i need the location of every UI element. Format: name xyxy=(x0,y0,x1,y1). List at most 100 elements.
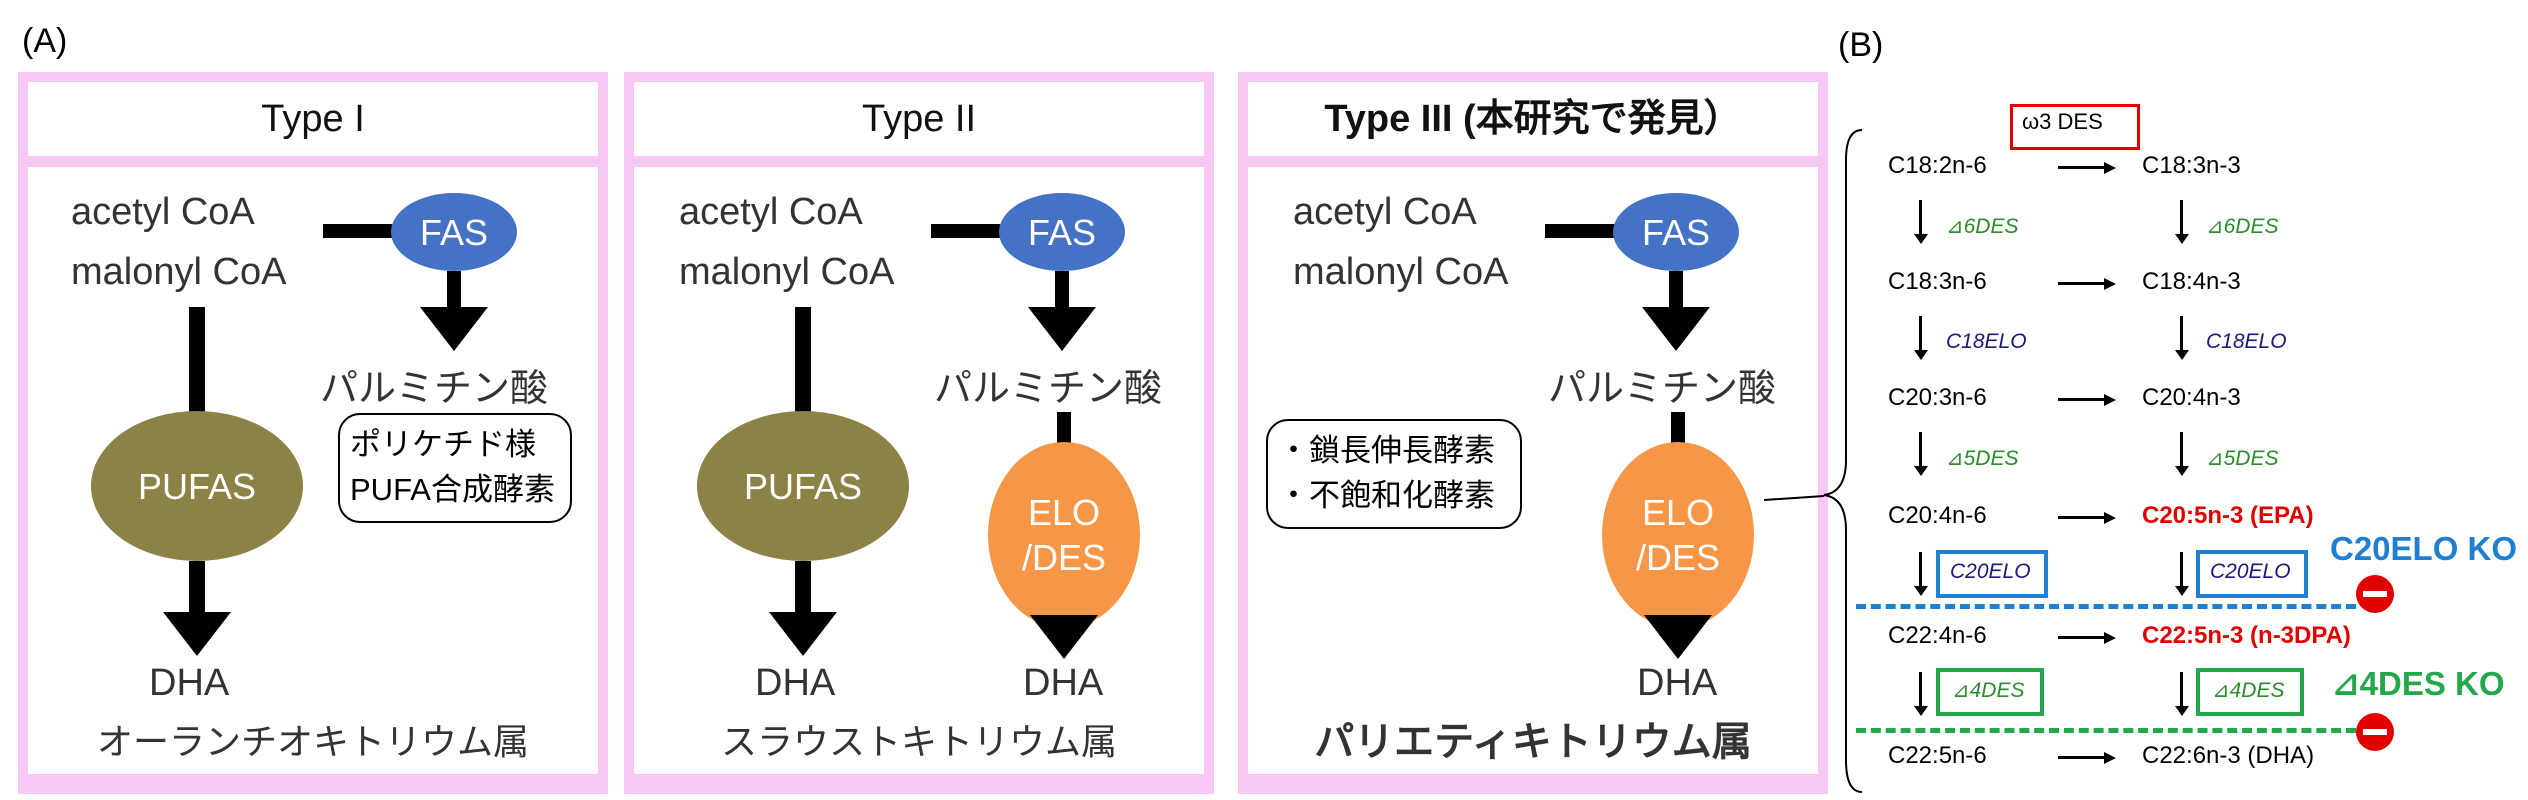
d4des-ko-line xyxy=(1856,728,2356,733)
c22-5n3-dpa: C22:5n-3 (n-3DPA) xyxy=(2142,622,2351,649)
c20-5n3-epa: C20:5n-3 (EPA) xyxy=(2142,502,2314,529)
dha-left-label: DHA xyxy=(755,662,836,704)
v-arrow-shaft xyxy=(1919,552,1922,588)
callout-line1: ・鎖長伸長酵素 xyxy=(1278,433,1495,468)
c20-3n6: C20:3n-6 xyxy=(1888,384,1987,411)
c20elo-ko-line xyxy=(1856,604,2356,609)
pufas-arrow-head xyxy=(769,612,837,656)
h-arrow-shaft xyxy=(2058,516,2106,519)
type1-title: Type I xyxy=(28,82,598,156)
c22-4n6: C22:4n-6 xyxy=(1888,622,1987,649)
acetyl-coa-label: acetyl CoA xyxy=(679,191,863,233)
type1-body: acetyl CoA malonyl CoA FAS パルミチン酸 PUFAS … xyxy=(28,167,598,729)
fas-arrow-shaft xyxy=(1055,271,1069,311)
elo-des-node: ELO/DES xyxy=(988,442,1140,628)
omega3-des-label: ω3 DES xyxy=(2022,109,2103,134)
v-arrow-tip xyxy=(2175,706,2189,716)
no-entry-icon xyxy=(2356,575,2394,613)
malonyl-coa-label: malonyl CoA xyxy=(679,251,895,293)
type3-body: acetyl CoA malonyl CoA FAS パルミチン酸 ・鎖長伸長酵… xyxy=(1248,167,1818,729)
d4des-right: ⊿4DES xyxy=(2212,679,2285,702)
fas-arrow-head xyxy=(1642,307,1710,351)
callout-line2: PUFA合成酵素 xyxy=(350,471,555,507)
v-arrow-shaft xyxy=(1919,316,1922,352)
d4des-left: ⊿4DES xyxy=(1952,679,2025,702)
v-arrow-shaft xyxy=(1919,672,1922,708)
fas-arrow-head xyxy=(420,307,488,351)
panel-a-label: (A) xyxy=(22,22,68,60)
d4des-box-left xyxy=(1936,668,2044,716)
v-arrow-tip xyxy=(1914,586,1928,596)
h-arrow-tip xyxy=(2104,752,2116,764)
elo-label: ELO xyxy=(1641,492,1715,533)
elo-label: ELO xyxy=(1027,492,1101,533)
no-entry-icon xyxy=(2356,713,2394,751)
callout-line2: ・不飽和化酵素 xyxy=(1278,477,1495,513)
panel-b-label: (B) xyxy=(1838,26,1884,64)
v-arrow-shaft xyxy=(2180,672,2183,708)
h-arrow-shaft xyxy=(2058,636,2106,639)
type3-panel: Type III (本研究で発見） acetyl CoA malonyl CoA… xyxy=(1238,72,1828,794)
pufas-node: PUFAS xyxy=(91,411,303,561)
c18elo-right: C18ELO xyxy=(2206,330,2287,353)
fas-node: FAS xyxy=(1613,193,1739,271)
c20elo-ko-label: C20ELO KO xyxy=(2330,530,2518,567)
v-arrow-shaft xyxy=(2180,552,2183,588)
fas-node: FAS xyxy=(999,193,1125,271)
h-arrow-tip xyxy=(2104,632,2116,644)
c20elo-box-right xyxy=(2196,550,2308,598)
d5des-right: ⊿5DES xyxy=(2206,447,2279,470)
v-arrow-tip xyxy=(2175,234,2189,244)
pufas-arrow-shaft xyxy=(189,561,205,616)
d6des-right: ⊿6DES xyxy=(2206,215,2279,238)
pufas-node: PUFAS xyxy=(697,411,909,561)
type3-title: Type III (本研究で発見） xyxy=(1248,82,1818,156)
dha-right-label: DHA xyxy=(1023,662,1104,704)
fas-connector xyxy=(931,224,1011,238)
fas-arrow-head xyxy=(1028,307,1096,351)
h-arrow-tip xyxy=(2104,394,2116,406)
type1-panel: Type I acetyl CoA malonyl CoA FAS パルミチン酸… xyxy=(18,72,608,794)
palmitic-acid-label: パルミチン酸 xyxy=(934,368,1163,410)
elo-arrow-head xyxy=(1030,615,1098,659)
type2-body: acetyl CoA malonyl CoA FAS パルミチン酸 ELO/DE… xyxy=(634,167,1204,729)
d4des-ko-label: ⊿4DES KO xyxy=(2332,665,2505,702)
fas-connector xyxy=(1545,224,1625,238)
dha-label: DHA xyxy=(1637,662,1718,704)
v-arrow-shaft xyxy=(2180,316,2183,352)
pufas-arrow-shaft xyxy=(795,561,811,616)
v-arrow-tip xyxy=(1914,466,1928,476)
fas-connector xyxy=(323,224,403,238)
v-arrow-tip xyxy=(1914,234,1928,244)
palmitic-acid-label: パルミチン酸 xyxy=(320,368,549,410)
h-arrow-tip xyxy=(2104,162,2116,174)
des-label: /DES xyxy=(1021,537,1107,578)
acetyl-coa-label: acetyl CoA xyxy=(1293,191,1477,233)
v-arrow-tip xyxy=(2175,350,2189,360)
acetyl-coa-label: acetyl CoA xyxy=(71,191,255,233)
type3-genus: パリエティキトリウム属 xyxy=(1248,710,1818,774)
elo-des-node: ELO/DES xyxy=(1602,442,1754,628)
v-arrow-tip xyxy=(1914,350,1928,360)
c22-5n6: C22:5n-6 xyxy=(1888,742,1987,769)
enzyme-callout: ・鎖長伸長酵素 ・不飽和化酵素 xyxy=(1266,419,1522,529)
d6des-left: ⊿6DES xyxy=(1946,215,2019,238)
c20elo-left: C20ELO xyxy=(1950,560,2031,583)
pufas-arrow-head xyxy=(163,612,231,656)
d4des-box-right xyxy=(2196,668,2304,716)
pufas-inbound-bar xyxy=(795,307,811,422)
v-arrow-tip xyxy=(2175,586,2189,596)
type2-title: Type II xyxy=(634,82,1204,156)
polyketide-callout: ポリケチド様 PUFA合成酵素 xyxy=(338,413,572,523)
c18-3n6: C18:3n-6 xyxy=(1888,268,1987,295)
v-arrow-tip xyxy=(2175,466,2189,476)
h-arrow-shaft xyxy=(2058,756,2106,759)
v-arrow-shaft xyxy=(1919,432,1922,468)
c18-3n3: C18:3n-3 xyxy=(2142,152,2241,179)
des-label: /DES xyxy=(1635,537,1721,578)
c18-4n3: C18:4n-3 xyxy=(2142,268,2241,295)
c20elo-box-left xyxy=(1936,550,2048,598)
h-arrow-shaft xyxy=(2058,398,2106,401)
h-arrow-tip xyxy=(2104,278,2116,290)
c20elo-right: C20ELO xyxy=(2210,560,2291,583)
